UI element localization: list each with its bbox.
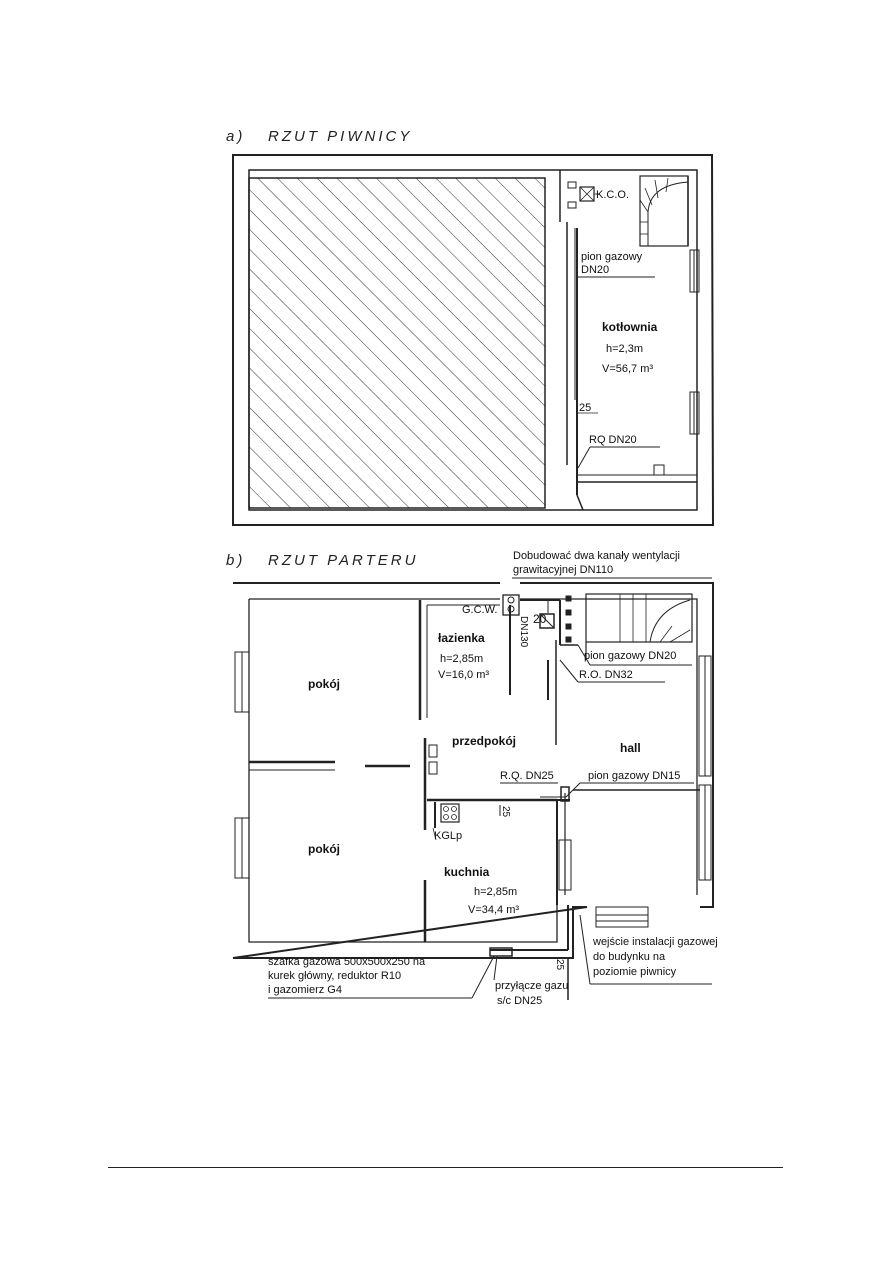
kotlownia-height: h=2,3m [606,343,643,355]
vent-note-line1: Dobudować dwa kanały wentylacji [513,550,680,562]
kotlownia-volume: V=56,7 m³ [602,363,654,375]
bottom-25-label: 25 [554,959,565,971]
kco-label: K.C.O. [596,189,630,201]
lazienka-name: łazienka [438,631,485,645]
wejscie-note-line1: wejście instalacji gazowej [593,936,718,948]
ground-caption-letter: b) [226,552,246,569]
footer-rule [108,1167,783,1168]
gas-meter-cabinet [489,947,513,957]
basement-pion-label-line1: pion gazowy [581,251,643,263]
pion-dn20-label: pion gazowy DN20 [584,650,677,662]
ground-floor-plan [232,577,714,1000]
hall-name: hall [620,741,641,755]
lazienka-height: h=2,85m [440,653,484,665]
basement-25-label: 25 [579,402,592,414]
mid-25-label: 25 [500,806,511,818]
basement-caption-letter: a) [226,128,246,145]
szafka-note-line3: i gazomierz G4 [268,984,342,996]
przylacze-note-line1: przyłącze gazu [495,980,569,992]
basement-outer-wall [232,154,715,526]
szafka-note-line2: kurek główny, reduktor R10 [268,970,402,982]
rq-dn25-label: R.Q. DN25 [500,770,554,782]
lazienka-volume: V=16,0 m³ [438,669,490,681]
vent-note-line2: grawitacyjnej DN110 [513,564,614,576]
pipe-20-label: 20 [533,612,547,626]
pokoj-bottom-name: pokój [308,842,340,856]
kuchnia-volume: V=34,4 m³ [468,904,520,916]
dn130-label: DN130 [518,616,529,648]
kotlownia-name: kotłownia [602,320,658,334]
pion-dn15-label: pion gazowy DN15 [588,770,681,782]
kglp-label: KGLp [434,830,463,842]
wejscie-note-line2: do budynku na [593,951,666,963]
ground-stair [585,593,693,643]
basement-caption: RZUT PIWNICY [268,128,413,145]
przedpokoj-name: przedpokój [452,734,517,748]
gcw-label: G.C.W. [462,604,498,616]
chimney-block [502,594,520,616]
szafka-note-line1: szafka gazowa 500x500x250 na [268,956,426,968]
kuchnia-name: kuchnia [444,865,490,879]
basement-plan [232,154,715,526]
kitchen-stove [440,803,460,823]
unexcavated-hatch [248,177,546,509]
przylacze-note-line2: s/c DN25 [497,995,543,1007]
kuchnia-height: h=2,85m [474,886,518,898]
basement-pion-label-line2: DN20 [581,264,610,276]
rq-dn20-label: RQ DN20 [589,434,637,446]
ground-caption: RZUT PARTERU [268,552,419,569]
wejscie-note-line3: poziomie piwnicy [593,966,677,978]
ground-outer-wall [232,582,714,959]
ro-dn32-label: R.O. DN32 [579,669,633,681]
pokoj-top-name: pokój [308,677,340,691]
